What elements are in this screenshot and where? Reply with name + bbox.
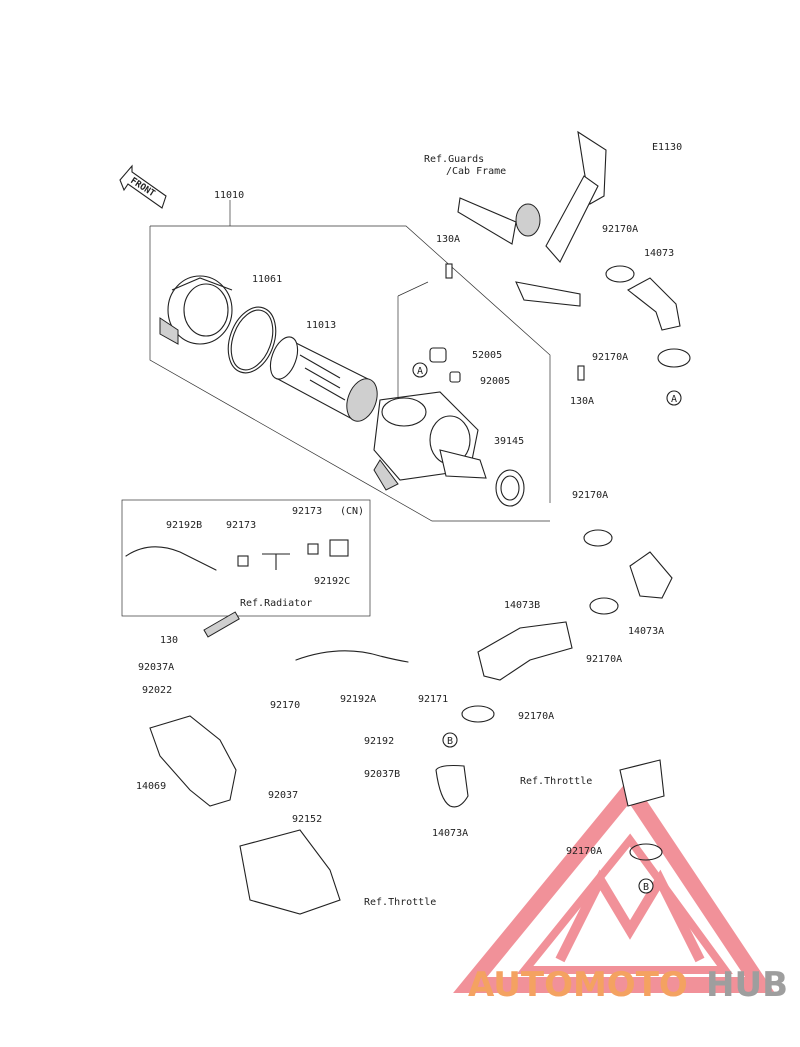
ref-throttle-upper: Ref.Throttle (520, 776, 592, 787)
ref-guards-line: Ref.Guards (424, 154, 484, 165)
part-label: 92037B (364, 769, 400, 780)
part-label: 130A (570, 396, 594, 407)
hose-92192c (329, 539, 349, 557)
callout-b-1 (442, 732, 458, 748)
part-label: 92152 (292, 814, 322, 825)
bracket-14069 (149, 715, 237, 807)
front-arrow-icon: FRONT (119, 164, 167, 209)
air-cleaner-cover (159, 275, 233, 345)
part-label: 92170A (586, 654, 622, 665)
part-label: 52005 (472, 350, 502, 361)
part-label: 14069 (136, 781, 166, 792)
bolt-upper (445, 263, 453, 279)
callout-a-2-text: A (671, 394, 677, 405)
clamp-5 (461, 705, 495, 723)
air-cleaner-frame (149, 200, 551, 522)
hose-92192a (295, 650, 409, 663)
part-label: 92170A (566, 846, 602, 857)
watermark-brand-a: AUTOMOTO (468, 965, 688, 1005)
hose-92192b (125, 546, 217, 571)
callout-a-2 (666, 390, 682, 406)
part-label: 92192C (314, 576, 350, 587)
cap-part (429, 347, 447, 363)
callout-a-1 (412, 362, 428, 378)
inset-note: (CN) (340, 506, 364, 517)
ref-guards: Ref.Guards/Cab Frame (424, 154, 506, 177)
part-label: 92170A (602, 224, 638, 235)
part-label: 11061 (252, 274, 282, 285)
part-label: 92192B (166, 520, 202, 531)
tee-fitting (262, 553, 290, 570)
part-label: 14073A (628, 626, 664, 637)
part-label: 92173 (292, 506, 322, 517)
part-label: 92170 (270, 700, 300, 711)
duct-ring (495, 469, 525, 507)
part-label: 92037 (268, 790, 298, 801)
clamp-6 (629, 843, 663, 861)
watermark-brand-b: HUB (706, 965, 788, 1005)
plug-part (449, 371, 461, 383)
part-label: 39145 (494, 436, 524, 447)
part-label: 92005 (480, 376, 510, 387)
throttle-upper (619, 759, 665, 807)
part-label: 92037A (138, 662, 174, 673)
part-label: 92170A (592, 352, 628, 363)
cab-frame-bracket (457, 130, 607, 307)
y-duct (477, 621, 573, 681)
part-label: 92173 (226, 520, 256, 531)
part-label: 92171 (418, 694, 448, 705)
part-label: 14073B (504, 600, 540, 611)
connector-hose-a (629, 551, 673, 599)
clamp-4 (589, 597, 619, 615)
part-label: 130A (436, 234, 460, 245)
part-label: 14073A (432, 828, 468, 839)
radiator-inset-box (121, 499, 371, 617)
clamp-3 (583, 529, 613, 547)
throttle-body (239, 829, 341, 915)
strap-92037a (203, 611, 240, 638)
clamp-1 (605, 265, 635, 283)
diagram-code: E1130 (652, 142, 682, 153)
ref-guards-line: /Cab Frame (446, 166, 506, 177)
part-label: 92170A (518, 711, 554, 722)
boot-lower (435, 764, 469, 808)
fitting-92173-b (307, 543, 319, 555)
part-label: 11010 (214, 190, 244, 201)
gasket-ring (227, 306, 277, 374)
callout-b-2 (638, 878, 654, 894)
part-labels: 11010 11061 11013 130A 52005 92005 39145… (136, 190, 674, 857)
clamp-2 (657, 348, 691, 368)
part-label: 14073 (644, 248, 674, 259)
part-label: 92022 (142, 685, 172, 696)
callout-b-1-text: B (447, 736, 453, 747)
watermark-logo (453, 776, 775, 993)
air-filter-element (269, 336, 378, 422)
part-label: 130 (160, 635, 178, 646)
intake-elbow-hose (627, 277, 681, 331)
bolt-right (577, 365, 585, 381)
part-label: 92170A (572, 490, 608, 501)
ref-radiator: Ref.Radiator (240, 598, 312, 609)
callout-a-1-text: A (417, 366, 423, 377)
fitting-92173-a (237, 555, 249, 567)
ref-throttle-lower: Ref.Throttle (364, 897, 436, 908)
part-label: 92192 (364, 736, 394, 747)
air-cleaner-housing (373, 391, 487, 491)
callout-b-2-text: B (643, 882, 649, 893)
part-label: 11013 (306, 320, 336, 331)
part-label: 92192A (340, 694, 376, 705)
